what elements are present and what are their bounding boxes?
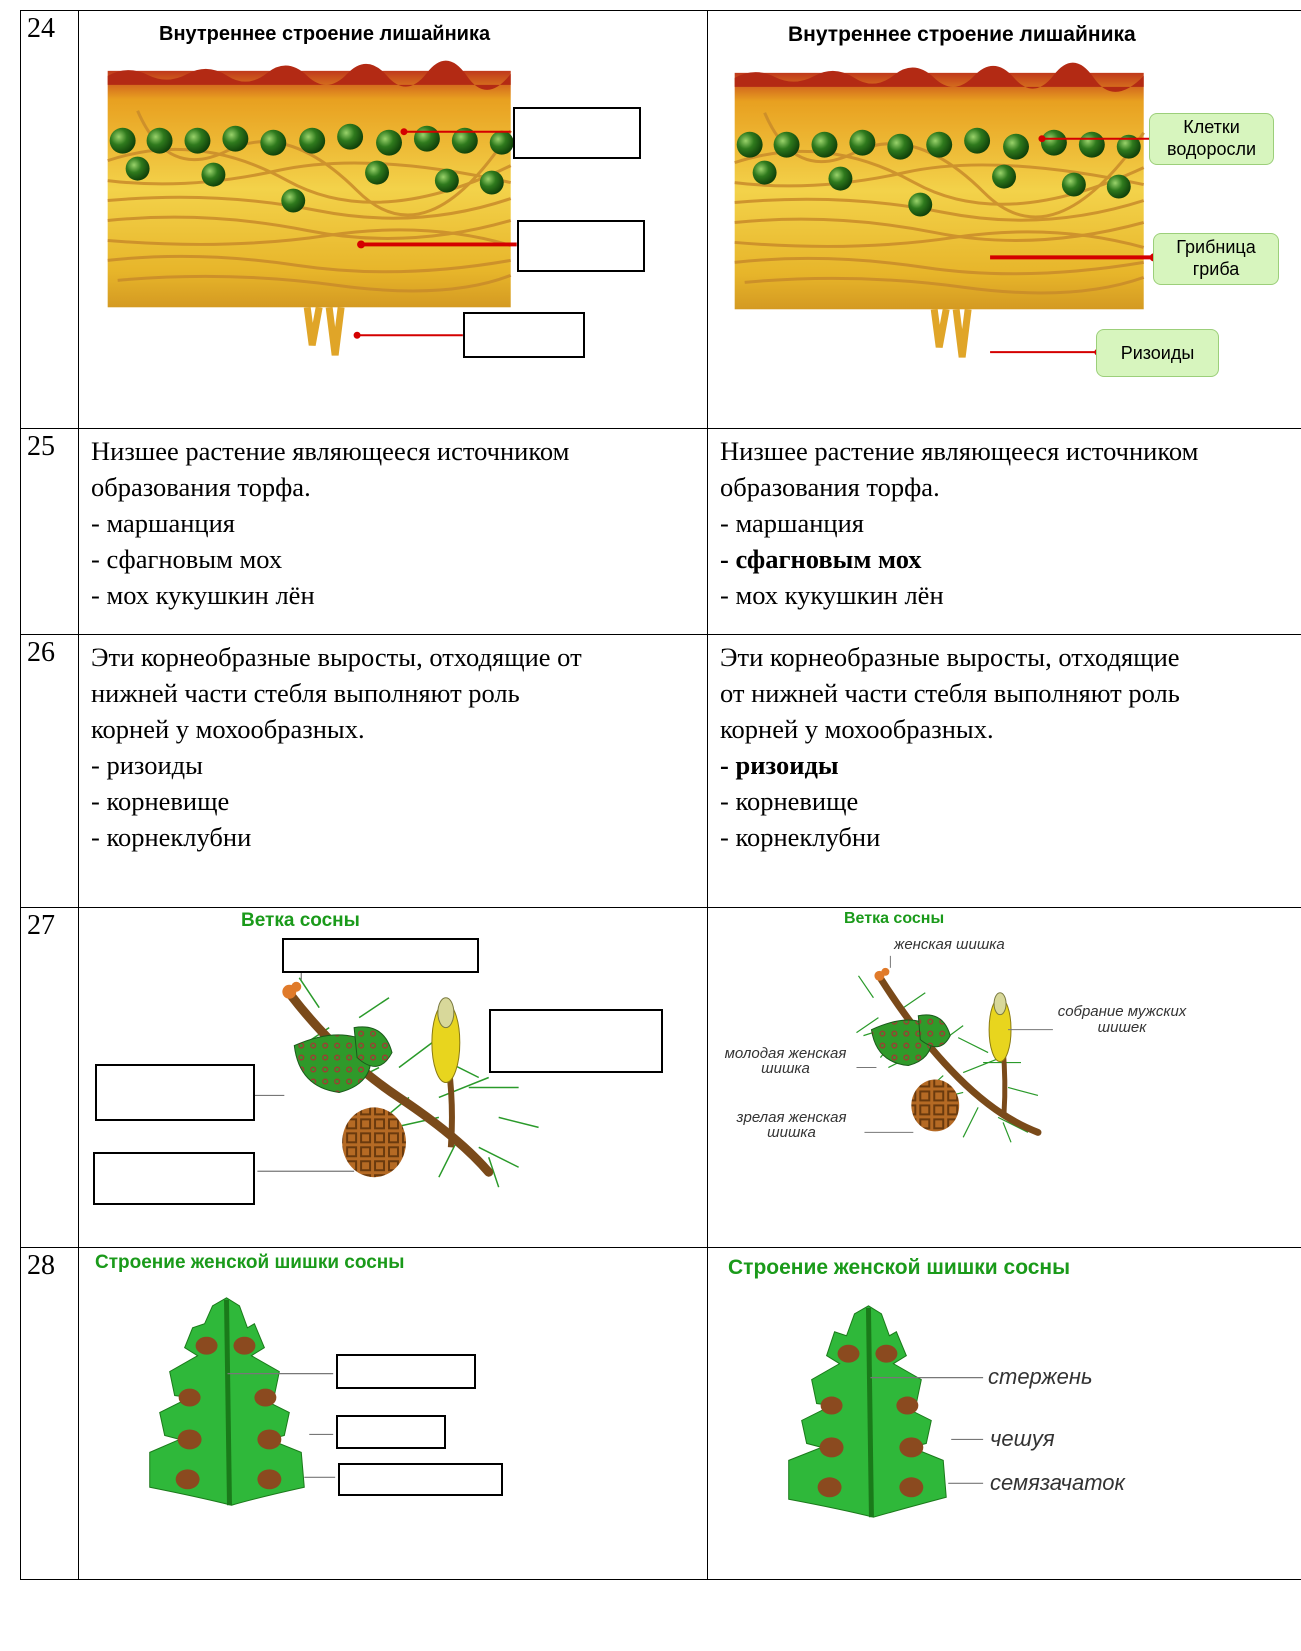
option: - корнеклубни (720, 822, 881, 852)
label-algae-cells: Клетки водоросли (1149, 113, 1274, 165)
pine-branch-diagram (254, 967, 539, 1188)
row-number: 25 (20, 428, 79, 635)
lichen-answer-cell: Внутреннее строение лишайника (707, 10, 1301, 429)
figure-title: Ветка сосны (844, 910, 945, 927)
label-scale: чешуя (990, 1426, 1055, 1451)
label-male-cones: собрание мужских шишек (1057, 1003, 1187, 1036)
pine-branch-task-cell: Ветка сосны (78, 907, 708, 1248)
option[interactable]: - ризоиды (91, 750, 203, 780)
answer-box-3[interactable] (95, 1064, 255, 1121)
label-young-female-cone: молодая женская шишка (724, 1045, 847, 1077)
cone-scale-answer-cell: Строение женской шишки сосны стержень че… (707, 1247, 1301, 1580)
correct-option: - сфагновым мох (720, 544, 922, 574)
label-axis: стержень (988, 1364, 1093, 1389)
pine-branch-answer-cell: Ветка сосны женск (707, 907, 1301, 1248)
figure-title: Строение женской шишки сосны (95, 1252, 405, 1273)
answer-box-1[interactable] (282, 938, 479, 973)
answer-box-2[interactable] (517, 220, 645, 272)
option[interactable]: - мох кукушкин лён (91, 580, 315, 610)
row-number: 26 (20, 634, 79, 908)
answer-box-2[interactable] (489, 1009, 663, 1073)
cone-scale-task-cell: Строение женской шишки сосны (78, 1247, 708, 1580)
figure-title: Внутреннее строение лишайника (788, 23, 1136, 46)
option[interactable]: - корнеклубни (91, 822, 252, 852)
option: - мох кукушкин лён (720, 580, 944, 610)
correct-option: - ризоиды (720, 750, 839, 780)
option[interactable]: - корневище (91, 786, 230, 816)
label-rhizoids: Ризоиды (1096, 329, 1219, 377)
row-number: 24 (20, 10, 79, 429)
answer-box-2[interactable] (336, 1415, 446, 1449)
answer-box-1[interactable] (513, 107, 641, 159)
figure-title: Ветка сосны (241, 910, 360, 931)
option[interactable]: - сфагновым мох (91, 544, 283, 574)
answer-box-4[interactable] (93, 1152, 255, 1205)
label-ovule: семязачаток (990, 1470, 1125, 1495)
figure-title: Внутреннее строение лишайника (159, 23, 491, 45)
row-number: 28 (20, 1247, 79, 1580)
pine-branch-diagram (856, 955, 1053, 1143)
option: - корневище (720, 786, 859, 816)
option[interactable]: - маршанция (91, 508, 235, 538)
label-female-cone: женская шишка (894, 936, 1005, 953)
lichen-task-cell: Внутреннее строение лишайника (78, 10, 708, 429)
lichen-diagram (107, 60, 517, 356)
row-number: 27 (20, 907, 79, 1248)
lichen-diagram (734, 62, 1158, 358)
cone-scale-diagram (788, 1305, 984, 1518)
answer-box-3[interactable] (338, 1463, 503, 1496)
label-fungal-hyphae: Грибница гриба (1153, 233, 1279, 285)
answer-box-3[interactable] (463, 312, 585, 358)
option: - маршанция (720, 508, 864, 538)
answer-box-1[interactable] (336, 1354, 476, 1389)
figure-title: Строение женской шишки сосны (728, 1256, 1071, 1279)
cone-scale-diagram (149, 1297, 336, 1506)
label-mature-female-cone: зрелая женская шишка (736, 1109, 847, 1141)
